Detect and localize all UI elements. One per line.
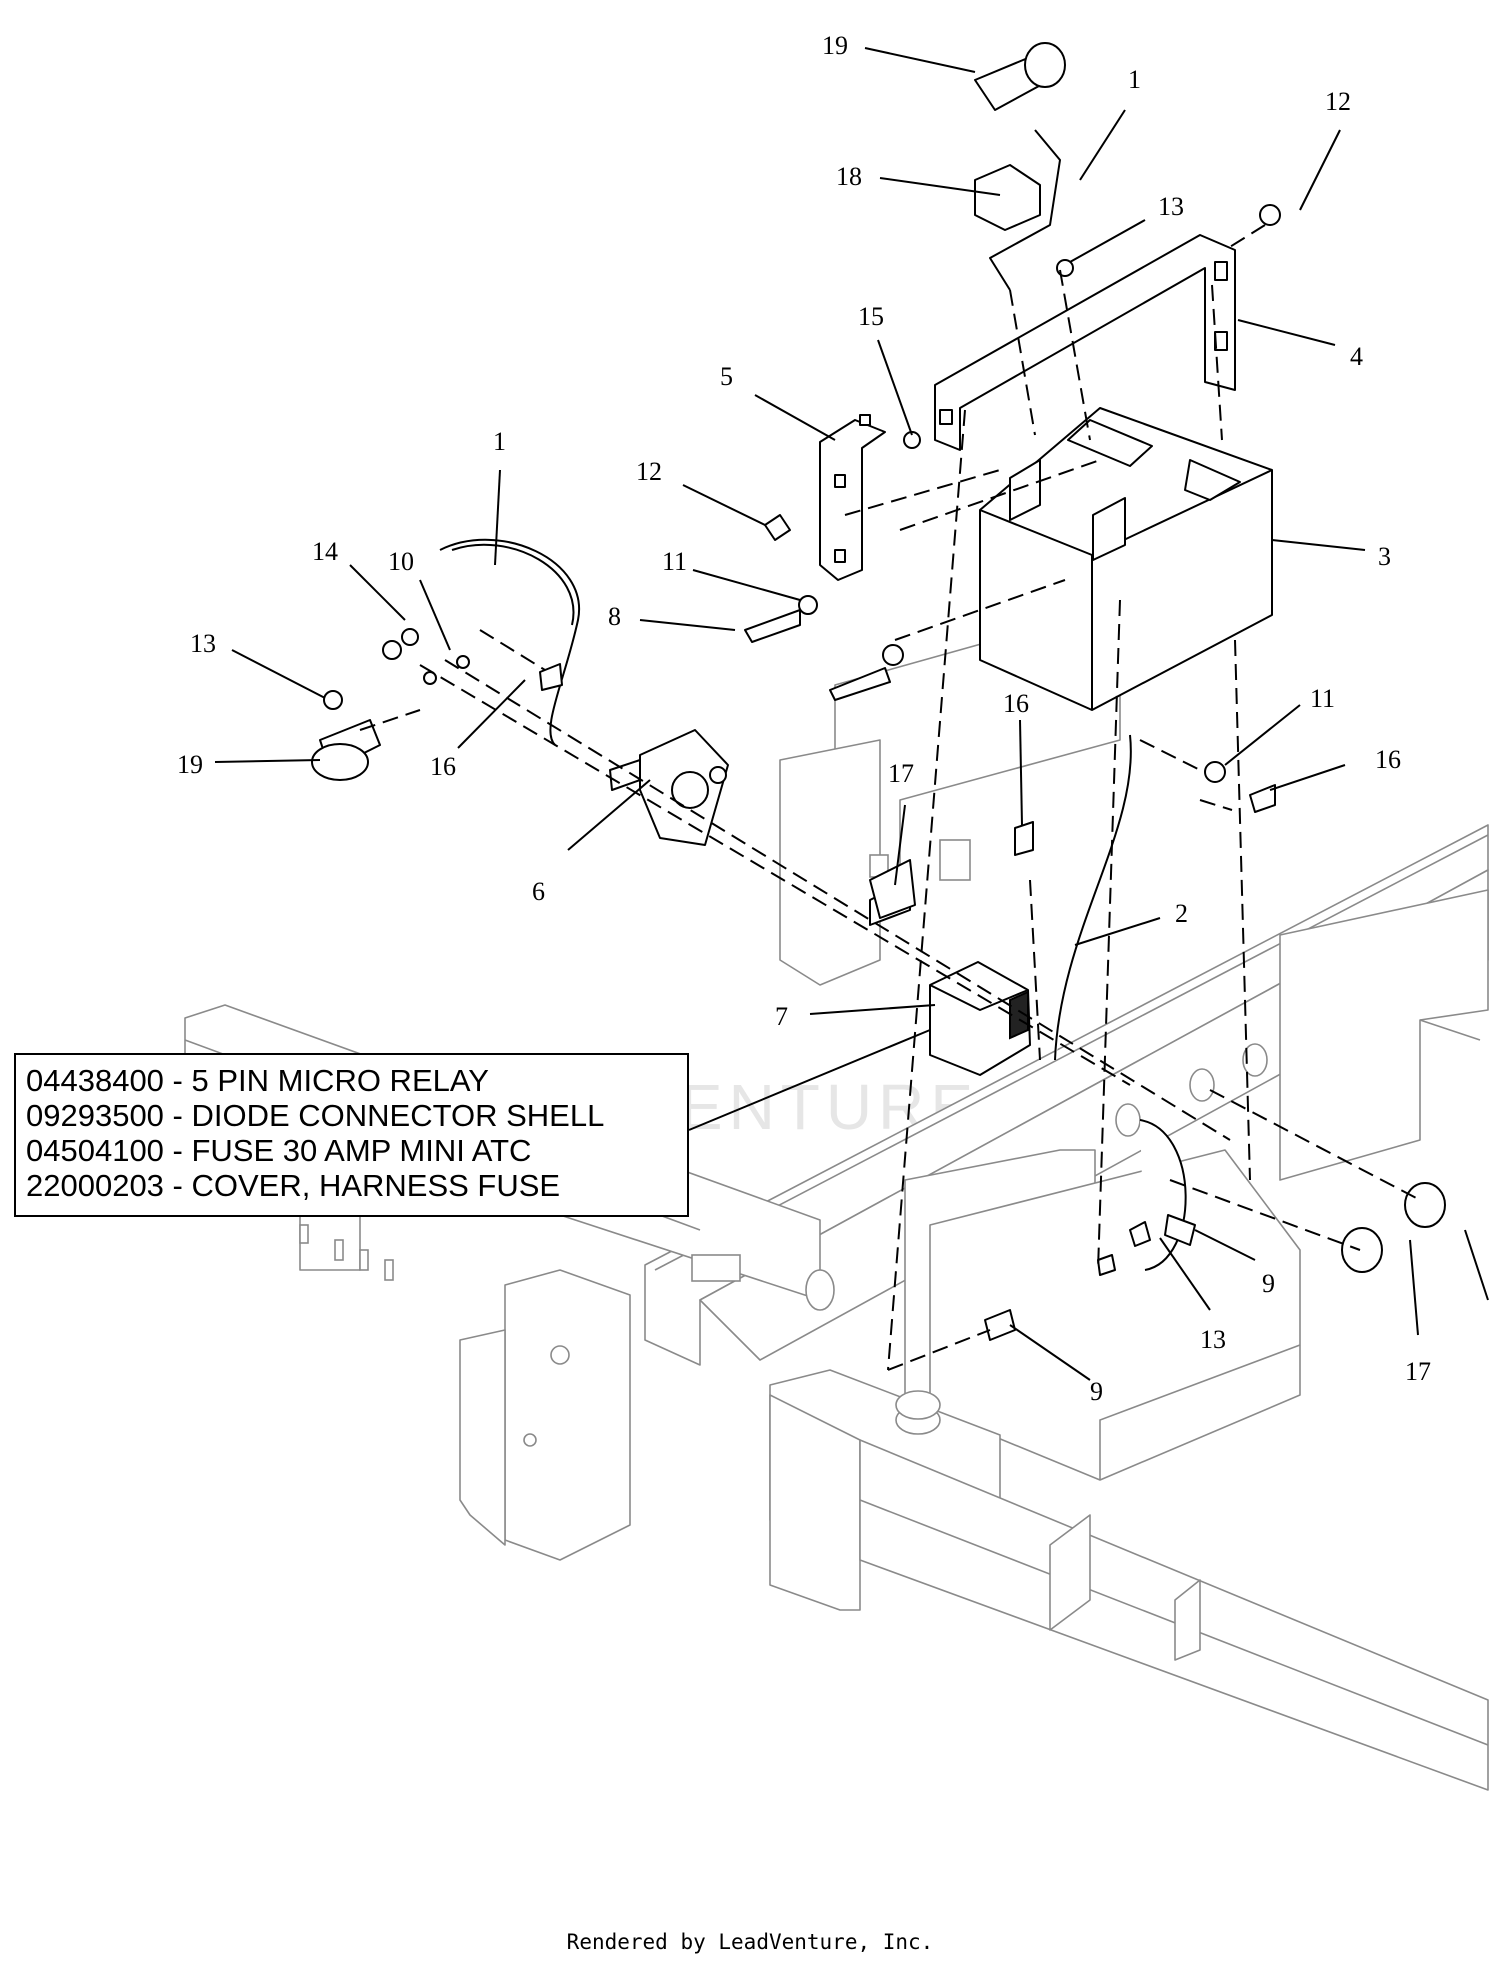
part-notes-box: 04438400 - 5 PIN MICRO RELAY 09293500 - …	[14, 1053, 689, 1217]
callout-1-top: 1	[1128, 65, 1141, 94]
footer-credit: Rendered by LeadVenture, Inc.	[566, 1930, 934, 1954]
callout-3: 3	[1378, 542, 1391, 571]
callout-17-bottom: 17	[1405, 1357, 1431, 1386]
terminal-boots	[311, 42, 1066, 781]
callout-8: 8	[608, 602, 621, 631]
callout-19-top: 19	[822, 31, 848, 60]
callout-18: 18	[836, 162, 862, 191]
callout-17-top: 17	[888, 759, 914, 788]
hold-down-bracket-part	[934, 234, 1236, 451]
note-line: 22000203 - COVER, HARNESS FUSE	[26, 1168, 561, 1203]
callout-11-left: 11	[662, 547, 687, 576]
hardware	[323, 204, 1446, 1341]
battery-part	[979, 407, 1273, 711]
callout-2: 2	[1175, 899, 1188, 928]
chassis-frame	[184, 604, 1489, 1791]
callout-1-left: 1	[493, 427, 506, 456]
callout-6: 6	[532, 877, 545, 906]
callout-16-right: 16	[1375, 745, 1401, 774]
callout-14: 14	[312, 537, 338, 566]
callout-7: 7	[775, 1002, 788, 1031]
leader-lines	[214, 47, 1489, 1381]
callout-13-top: 13	[1158, 192, 1184, 221]
callout-9-bottom: 9	[1090, 1377, 1103, 1406]
callout-10: 10	[388, 547, 414, 576]
assembly-lines	[359, 224, 1421, 1371]
callout-15: 15	[858, 302, 884, 331]
callout-labels: 19 1 12 18 13 4 15 5 1 12 3 14 10 11 8 1…	[177, 31, 1431, 1406]
note-line: 04438400 - 5 PIN MICRO RELAY	[26, 1063, 489, 1098]
callout-19-left: 19	[177, 750, 203, 779]
callout-13-bottom: 13	[1200, 1325, 1226, 1354]
note-line: 04504100 - FUSE 30 AMP MINI ATC	[26, 1133, 532, 1168]
callout-5: 5	[720, 362, 733, 391]
callout-11-right: 11	[1310, 684, 1335, 713]
callout-12-left: 12	[636, 457, 662, 486]
callout-12-top: 12	[1325, 87, 1351, 116]
l-bracket-part	[819, 414, 886, 581]
callout-9-right: 9	[1262, 1269, 1275, 1298]
callout-13-left: 13	[190, 629, 216, 658]
note-line: 09293500 - DIODE CONNECTOR SHELL	[26, 1098, 605, 1133]
callout-16-center: 16	[1003, 689, 1029, 718]
callout-16-left: 16	[430, 752, 456, 781]
relay-part	[929, 961, 1031, 1076]
callout-4: 4	[1350, 342, 1363, 371]
